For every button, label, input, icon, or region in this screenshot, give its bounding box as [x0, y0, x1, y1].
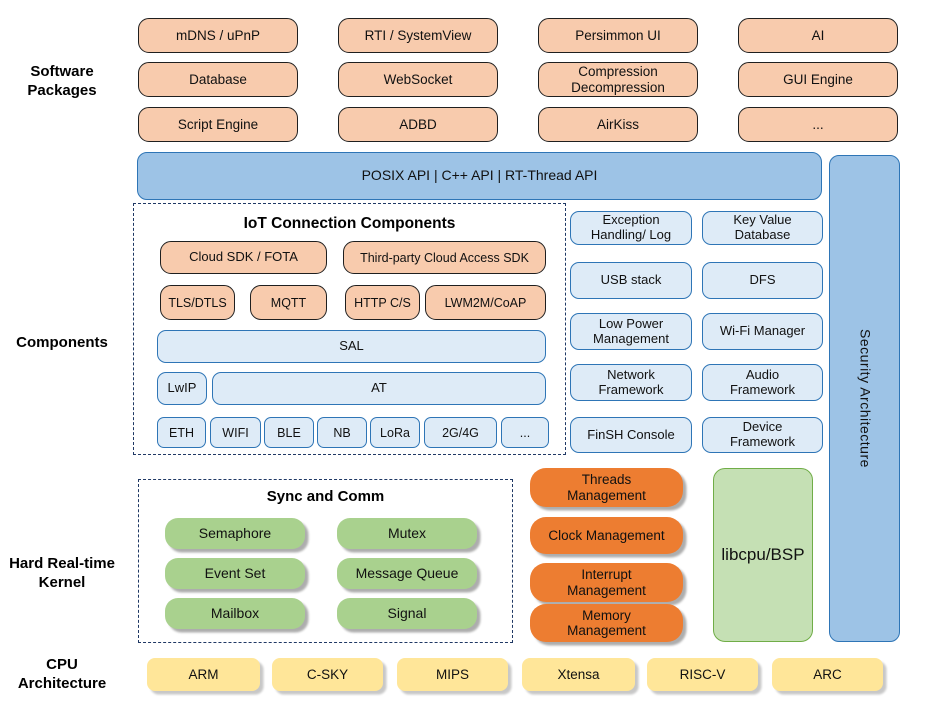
sync-mailbox-box: Mailbox: [165, 598, 305, 629]
label-components: Components: [16, 334, 108, 351]
service-finsh-console: FinSH Console: [570, 417, 692, 453]
cpu-xtensa-box: Xtensa: [522, 658, 635, 691]
package-database: Database: [138, 62, 298, 97]
api-bar: POSIX API | C++ API | RT-Thread API: [137, 152, 822, 200]
service-audio-framework: Audio Framework: [702, 364, 823, 401]
package-adbd: ADBD: [338, 107, 498, 142]
interrupt-management-box: Interrupt Management: [530, 563, 683, 602]
memory-management-box: Memory Management: [530, 604, 683, 642]
package-websocket: WebSocket: [338, 62, 498, 97]
link-more-box: ...: [501, 417, 549, 448]
link-nb-box: NB: [317, 417, 367, 448]
package-rti-systemview: RTI / SystemView: [338, 18, 498, 53]
sync-and-comm-title: Sync and Comm: [266, 488, 385, 505]
package-more: ...: [738, 107, 898, 142]
service-key-value-database: Key Value Database: [702, 211, 823, 245]
third-party-cloud-access-sdk-box: Third-party Cloud Access SDK: [343, 241, 546, 274]
sync-event-set-box: Event Set: [165, 558, 305, 589]
service-network-framework: Network Framework: [570, 364, 692, 401]
lwm2m-coap-box: LWM2M/CoAP: [425, 285, 546, 320]
package-script-engine: Script Engine: [138, 107, 298, 142]
label-cpu-architecture: CPU Architecture: [17, 656, 107, 692]
link-2g4g-box: 2G/4G: [424, 417, 497, 448]
sync-semaphore-box: Semaphore: [165, 518, 305, 549]
clock-management-box: Clock Management: [530, 517, 683, 554]
service-device-framework: Device Framework: [702, 417, 823, 453]
package-compression-decompression: Compression Decompression: [538, 62, 698, 97]
iot-connection-components-frame: [133, 203, 566, 455]
package-gui-engine: GUI Engine: [738, 62, 898, 97]
package-ai: AI: [738, 18, 898, 53]
package-persimmon-ui: Persimmon UI: [538, 18, 698, 53]
http-cs-box: HTTP C/S: [345, 285, 420, 320]
tls-dtls-box: TLS/DTLS: [160, 285, 235, 320]
link-ble-box: BLE: [264, 417, 314, 448]
sync-signal-box: Signal: [337, 598, 477, 629]
cpu-arc-box: ARC: [772, 658, 883, 691]
service-dfs: DFS: [702, 262, 823, 299]
label-kernel: Hard Real-time Kernel: [9, 555, 115, 591]
package-mdns-upnp: mDNS / uPnP: [138, 18, 298, 53]
cpu-riscv-box: RISC-V: [647, 658, 758, 691]
sal-bar: SAL: [157, 330, 546, 363]
iot-connection-components-title: IoT Connection Components: [243, 215, 456, 232]
link-lora-box: LoRa: [370, 417, 420, 448]
label-software-packages: Software Packages: [27, 63, 97, 99]
libcpu-bsp-box: libcpu/BSP: [713, 468, 813, 642]
cpu-arm-box: ARM: [147, 658, 260, 691]
at-bar: AT: [212, 372, 546, 405]
security-architecture-bar: Security Architecture: [829, 155, 900, 642]
cpu-csky-box: C-SKY: [272, 658, 383, 691]
package-airkiss: AirKiss: [538, 107, 698, 142]
mqtt-box: MQTT: [250, 285, 327, 320]
threads-management-box: Threads Management: [530, 468, 683, 507]
lwip-box: LwIP: [157, 372, 207, 405]
service-exception-handling-log: Exception Handling/ Log: [570, 211, 692, 245]
sync-message-queue-box: Message Queue: [337, 558, 477, 589]
service-usb-stack: USB stack: [570, 262, 692, 299]
sync-and-comm-frame: [138, 479, 513, 643]
link-eth-box: ETH: [157, 417, 206, 448]
sync-mutex-box: Mutex: [337, 518, 477, 549]
cpu-mips-box: MIPS: [397, 658, 508, 691]
link-wifi-box: WIFI: [210, 417, 261, 448]
service-wifi-manager: Wi-Fi Manager: [702, 313, 823, 350]
service-low-power-management: Low Power Management: [570, 313, 692, 350]
cloud-sdk-fota-box: Cloud SDK / FOTA: [160, 241, 327, 274]
